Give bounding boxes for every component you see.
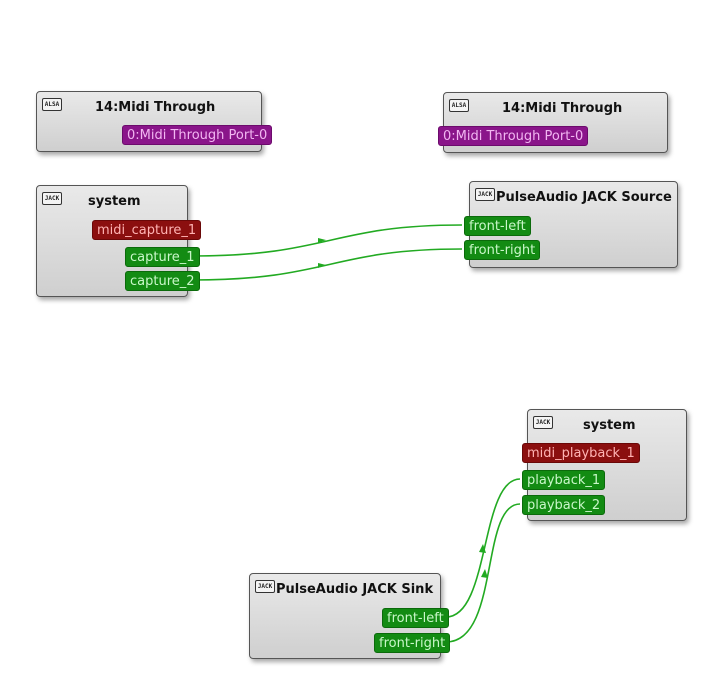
connection-sink-frontright-playback2[interactable] [445, 503, 521, 643]
connection-sink-frontleft-playback1[interactable] [445, 478, 521, 618]
node-title: 14:Midi Through [95, 100, 216, 115]
arrow-icon [318, 263, 326, 268]
jack-logo-icon: JACK [475, 188, 495, 201]
node-title: PulseAudio JACK Sink [276, 582, 434, 597]
alsa-logo-icon: ALSA [42, 98, 62, 111]
port-front-right[interactable]: front-right [464, 240, 541, 260]
node-pulseaudio-jack-source[interactable]: JACK PulseAudio JACK Source front-left f… [464, 181, 678, 268]
port-front-left[interactable]: front-left [382, 608, 449, 628]
node-title: 14:Midi Through [502, 101, 623, 116]
jack-logo-icon: JACK [42, 192, 62, 205]
port-playback-1[interactable]: playback_1 [522, 470, 606, 490]
node-pulseaudio-jack-sink[interactable]: JACK PulseAudio JACK Sink front-left fro… [249, 573, 451, 659]
port-playback-2[interactable]: playback_2 [522, 495, 606, 515]
port-midi-capture-1[interactable]: midi_capture_1 [92, 220, 202, 240]
connection-capture2-frontright[interactable] [191, 248, 463, 281]
port-capture-1[interactable]: capture_1 [125, 247, 200, 267]
port-front-right[interactable]: front-right [374, 633, 451, 653]
jack-logo-icon: JACK [533, 416, 553, 429]
node-system-capture[interactable]: JACK system midi_capture_1 capture_1 cap… [36, 185, 202, 297]
node-alsa-midi-through-left[interactable]: ALSA 14:Midi Through 0:Midi Through Port… [36, 91, 273, 152]
port-midi-through-port-0[interactable]: 0:Midi Through Port-0 [438, 126, 589, 146]
node-title: system [88, 194, 141, 209]
node-title: PulseAudio JACK Source [496, 190, 672, 205]
port-front-left[interactable]: front-left [464, 216, 531, 236]
port-capture-2[interactable]: capture_2 [125, 271, 200, 291]
jack-logo-icon: JACK [255, 580, 275, 593]
arrow-icon [318, 238, 326, 243]
arrow-icon [481, 569, 488, 578]
alsa-logo-icon: ALSA [449, 99, 469, 112]
port-midi-through-port-0[interactable]: 0:Midi Through Port-0 [122, 125, 273, 145]
port-midi-playback-1[interactable]: midi_playback_1 [522, 443, 640, 463]
arrow-icon [479, 544, 486, 553]
connection-capture1-frontleft[interactable] [191, 224, 463, 257]
node-alsa-midi-through-right[interactable]: ALSA 14:Midi Through 0:Midi Through Port… [438, 92, 668, 153]
node-system-playback[interactable]: JACK system midi_playback_1 playback_1 p… [522, 409, 687, 521]
node-title: system [583, 418, 636, 433]
